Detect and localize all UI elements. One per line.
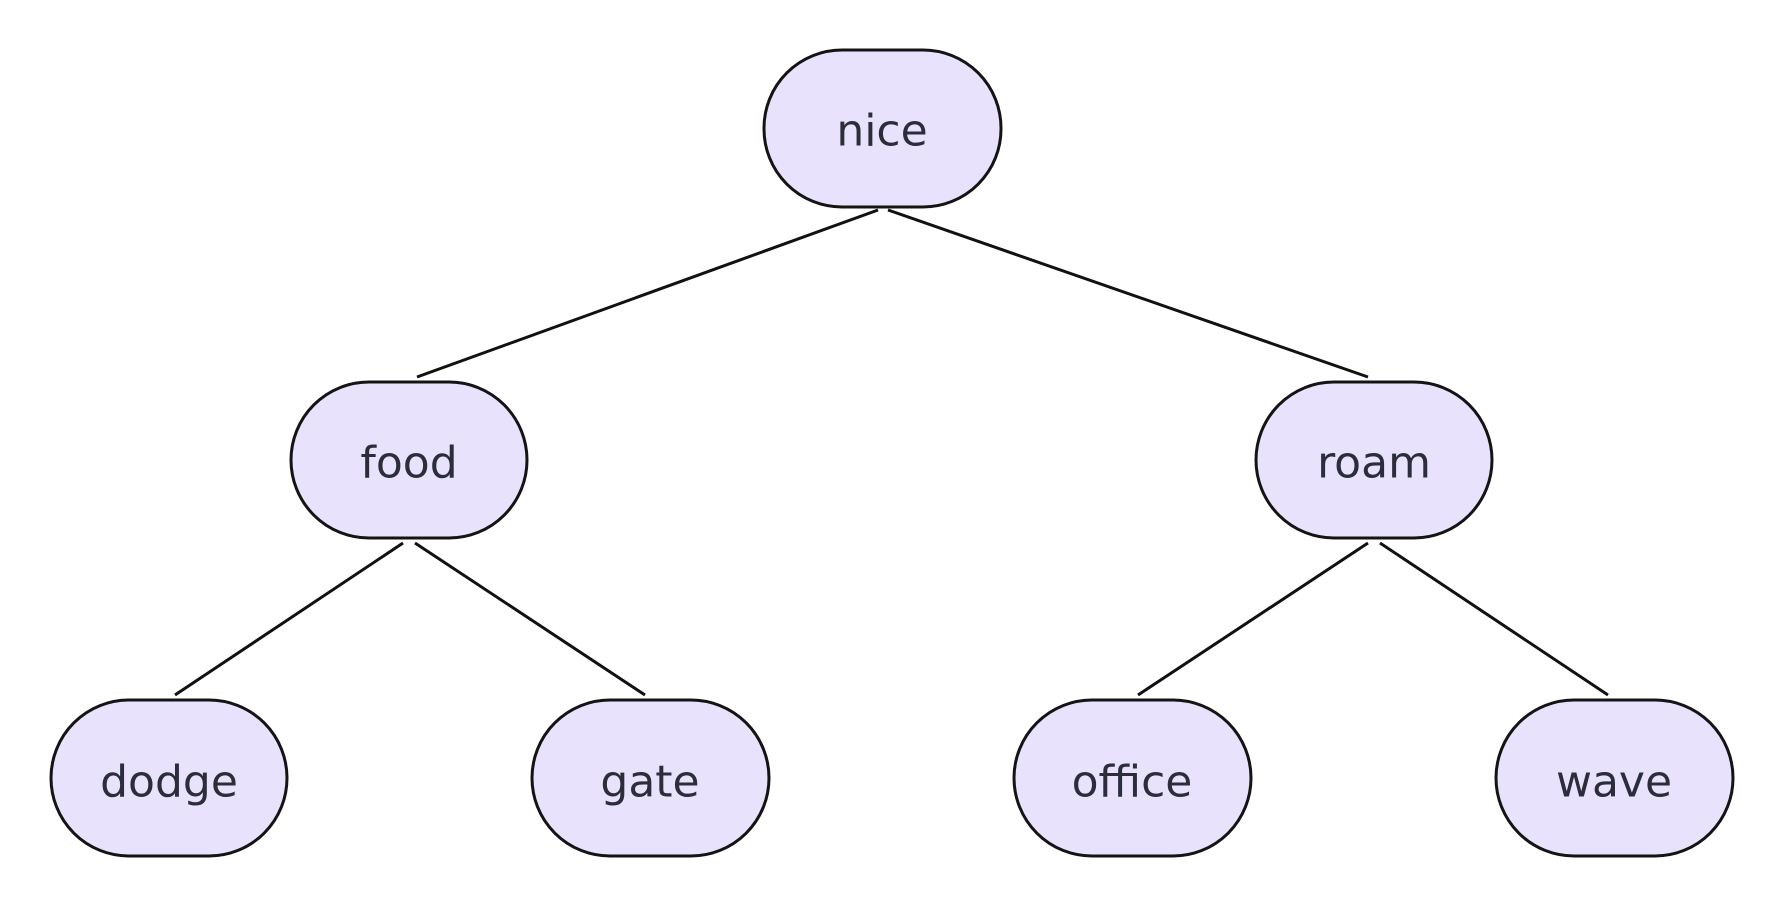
edge-nice-food — [416, 208, 879, 379]
node-label: roam — [1317, 438, 1431, 489]
node-shape — [1494, 698, 1735, 858]
node-label: office — [1072, 757, 1193, 808]
node-label: dodge — [100, 757, 238, 808]
tree-node-dodge: dodge — [49, 698, 289, 858]
node-label: wave — [1556, 757, 1672, 808]
edge-food-dodge — [174, 541, 404, 697]
node-shape — [49, 698, 289, 858]
node-label: nice — [836, 106, 927, 157]
node-shape — [1012, 698, 1253, 858]
tree-node-nice: nice — [762, 48, 1003, 209]
tree-node-wave: wave — [1494, 698, 1735, 858]
tree-node-roam: roam — [1254, 380, 1494, 540]
node-shape — [1254, 380, 1494, 540]
tree-node-gate: gate — [530, 698, 771, 858]
edge-roam-office — [1137, 541, 1369, 697]
tree-node-office: office — [1012, 698, 1253, 858]
node-label: gate — [600, 757, 699, 808]
edges — [174, 208, 1609, 697]
tree-node-food: food — [289, 380, 529, 540]
node-shape — [530, 698, 771, 858]
node-label: food — [360, 438, 457, 489]
edge-nice-roam — [887, 208, 1369, 379]
node-shape — [289, 380, 529, 540]
node-shape — [762, 48, 1003, 209]
edge-roam-wave — [1379, 541, 1609, 697]
edge-food-gate — [414, 541, 646, 697]
